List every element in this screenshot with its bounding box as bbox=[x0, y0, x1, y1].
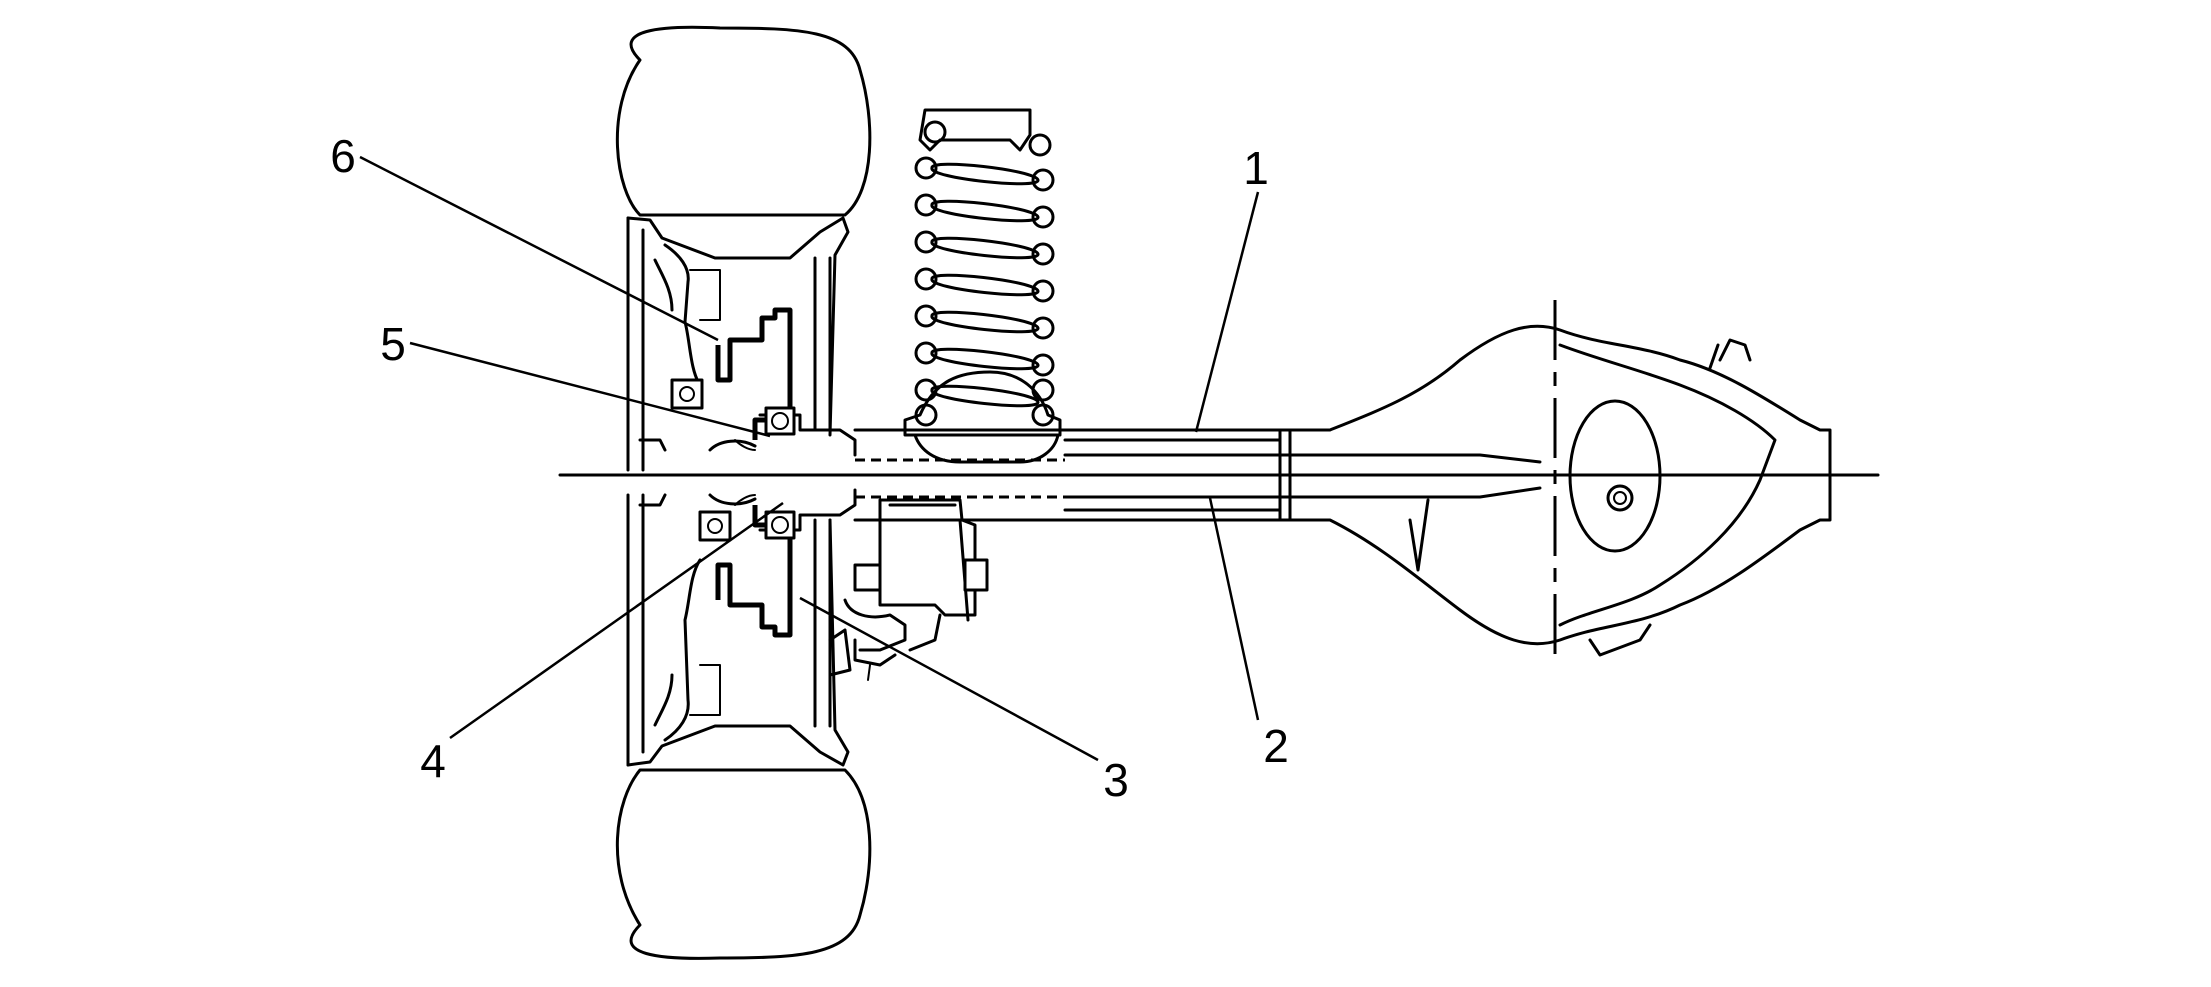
hub-center bbox=[638, 438, 757, 507]
leader-5 bbox=[409, 341, 771, 438]
shock-mount-bracket bbox=[828, 498, 989, 681]
callout-4: 4 bbox=[420, 735, 446, 787]
axle-tube bbox=[853, 428, 1542, 522]
callout-3: 3 bbox=[1103, 754, 1129, 806]
coil-spring bbox=[903, 108, 1062, 464]
callout-6: 6 bbox=[330, 130, 356, 182]
axle-flange bbox=[734, 406, 857, 540]
tire-lower bbox=[615, 768, 872, 960]
tire-upper bbox=[615, 25, 872, 217]
leader-3 bbox=[799, 596, 1099, 762]
callout-5: 5 bbox=[380, 318, 406, 370]
leader-2 bbox=[1208, 497, 1260, 721]
leader-4 bbox=[449, 501, 784, 740]
callout-1: 1 bbox=[1243, 142, 1269, 194]
callout-2: 2 bbox=[1263, 720, 1289, 772]
leader-6 bbox=[359, 155, 719, 342]
lug-nut-upper bbox=[670, 378, 704, 410]
leader-1 bbox=[1194, 191, 1260, 433]
lug-nut-lower bbox=[698, 510, 732, 542]
wheel-rim bbox=[626, 216, 850, 767]
